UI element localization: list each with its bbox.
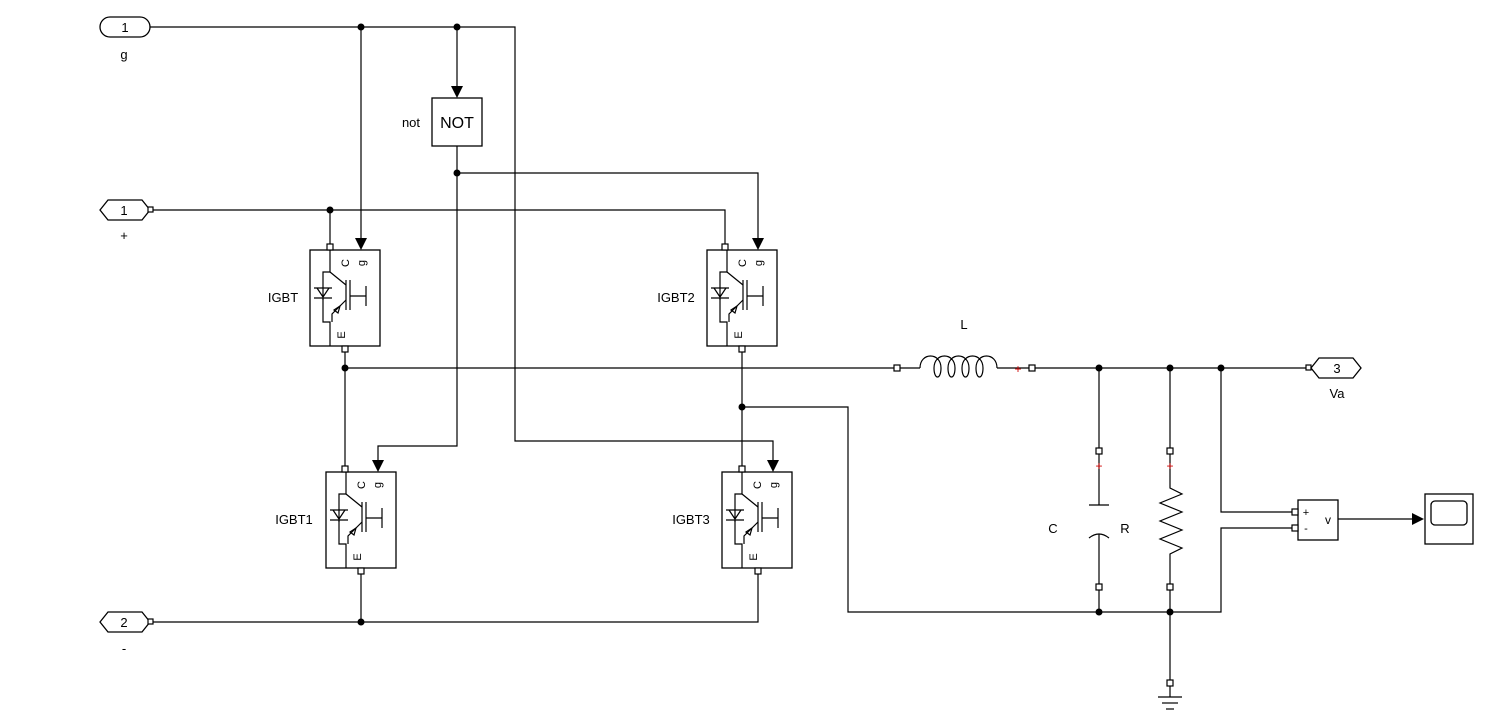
inductor-block[interactable]: + L: [893, 317, 1036, 378]
junctions: [326, 23, 1225, 626]
igbt1-block[interactable]: C g E IGBT1: [275, 465, 397, 575]
arrow-igbt3-gate: [767, 460, 779, 472]
conn-port-plus[interactable]: 1 +: [99, 199, 154, 243]
arrow-igbt2-gate: [752, 238, 764, 250]
igbt2-e-label: E: [733, 331, 745, 338]
inductor-polarity-mark: +: [1014, 362, 1021, 376]
conn-port-plus-number: 1: [120, 203, 127, 218]
conn-port-minus-label: -: [122, 641, 126, 656]
arrow-not-input: [451, 86, 463, 98]
conn-port-minus[interactable]: 2 -: [99, 611, 154, 656]
resistor-block[interactable]: + R: [1120, 447, 1184, 591]
igbt1-name: IGBT1: [275, 512, 313, 527]
arrow-scope-input: [1412, 513, 1424, 525]
igbt2-block[interactable]: C g E IGBT2: [657, 243, 778, 353]
igbt3-block[interactable]: C g E IGBT3: [672, 465, 793, 575]
resistor-name: R: [1120, 521, 1129, 536]
conn-port-va-number: 3: [1333, 361, 1340, 376]
not-block[interactable]: NOT not: [402, 97, 483, 147]
voltage-sensor-plus: +: [1303, 507, 1309, 519]
not-block-text: NOT: [440, 115, 474, 132]
voltage-sensor-block[interactable]: + - v: [1291, 499, 1339, 541]
inport-g-number: 1: [121, 20, 128, 35]
conn-port-minus-number: 2: [120, 615, 127, 630]
igbt-c-label: C: [340, 259, 352, 267]
scope-block[interactable]: [1424, 493, 1474, 545]
not-block-label: not: [402, 115, 420, 130]
voltage-sensor-minus: -: [1304, 523, 1308, 535]
igbt-block[interactable]: C g E IGBT: [268, 243, 381, 353]
inport-g[interactable]: 1 g: [99, 16, 151, 62]
igbt3-c-label: C: [752, 481, 764, 489]
voltage-sensor-out: v: [1325, 513, 1331, 527]
conn-port-plus-label: +: [120, 228, 128, 243]
ground-icon[interactable]: [1158, 679, 1182, 710]
igbt2-name: IGBT2: [657, 290, 695, 305]
igbt2-g-label: g: [753, 260, 765, 266]
igbt-g-label: g: [356, 260, 368, 266]
igbt1-c-label: C: [356, 481, 368, 489]
inport-g-label: g: [120, 47, 127, 62]
scope-screen-icon: [1430, 500, 1468, 526]
igbt1-g-label: g: [372, 482, 384, 488]
inductor-name: L: [960, 317, 967, 332]
arrow-igbt1-gate: [372, 460, 384, 472]
resistor-polarity-mark: +: [1166, 459, 1173, 473]
igbt3-e-label: E: [748, 553, 760, 560]
conn-port-va-label: Va: [1330, 386, 1346, 401]
signal-arrows: [355, 86, 1424, 525]
capacitor-name: C: [1048, 521, 1057, 536]
capacitor-polarity-mark: +: [1095, 459, 1102, 473]
igbt-name: IGBT: [268, 290, 298, 305]
capacitor-block[interactable]: + C: [1048, 447, 1110, 591]
igbt3-g-label: g: [768, 482, 780, 488]
igbt3-name: IGBT3: [672, 512, 710, 527]
arrow-igbt-gate: [355, 238, 367, 250]
igbt2-c-label: C: [737, 259, 749, 267]
igbt-e-label: E: [336, 331, 348, 338]
conn-port-va[interactable]: 3 Va: [1305, 357, 1362, 401]
igbt1-e-label: E: [352, 553, 364, 560]
wires: [150, 26, 1412, 681]
